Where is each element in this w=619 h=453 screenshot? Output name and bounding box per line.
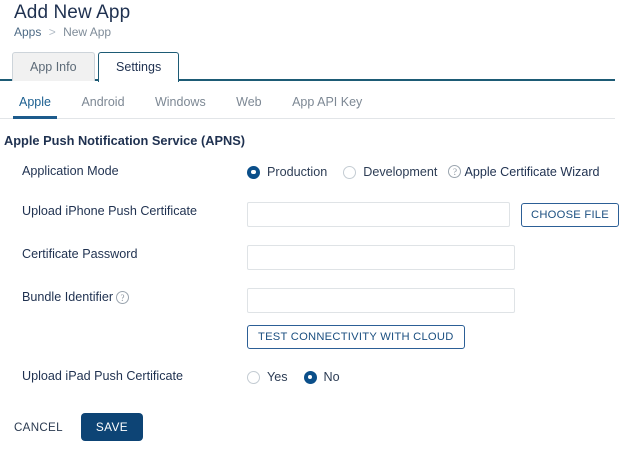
- section-title-apns: Apple Push Notification Service (APNS): [4, 133, 246, 148]
- row-iphone-certificate: Upload iPhone Push Certificate CHOOSE FI…: [4, 202, 619, 227]
- tab-settings[interactable]: Settings: [98, 52, 180, 82]
- apple-certificate-wizard-link[interactable]: Apple Certificate Wizard: [464, 165, 600, 179]
- radio-label-ipad-yes[interactable]: Yes: [267, 370, 288, 384]
- tab-apple[interactable]: Apple: [6, 89, 64, 119]
- radio-ipad-yes[interactable]: [247, 370, 260, 384]
- primary-tabstrip-rule: [0, 79, 615, 81]
- radio-development[interactable]: [343, 165, 357, 179]
- platform-tabstrip: Apple Android Windows Web App API Key: [0, 89, 619, 119]
- help-circle-icon-wizard[interactable]: ?: [448, 165, 462, 178]
- apns-settings-form: Application Mode Production Development …: [0, 162, 619, 389]
- row-test-connectivity: TEST CONNECTIVITY WITH CLOUD: [4, 325, 619, 349]
- help-circle-icon-bundle-identifier[interactable]: ?: [116, 290, 130, 304]
- breadcrumb-current-new-app: New App: [63, 25, 112, 39]
- platform-tabstrip-rule: [0, 118, 615, 119]
- choose-file-button[interactable]: CHOOSE FILE: [521, 202, 619, 227]
- field-ipad-certificate: Yes No: [247, 367, 619, 387]
- tab-app-api-key[interactable]: App API Key: [292, 95, 363, 109]
- radio-ipad-no[interactable]: [303, 370, 317, 384]
- tab-web[interactable]: Web: [236, 95, 262, 109]
- label-bundle-identifier: Bundle Identifier?: [22, 290, 132, 305]
- field-test-connectivity: TEST CONNECTIVITY WITH CLOUD: [247, 325, 619, 349]
- row-bundle-identifier: Bundle Identifier?: [4, 288, 619, 313]
- label-certificate-password: Certificate Password: [22, 247, 138, 261]
- primary-tabstrip: App Info Settings: [0, 52, 619, 82]
- tab-windows[interactable]: Windows: [154, 95, 206, 109]
- row-application-mode: Application Mode Production Development …: [4, 162, 619, 184]
- certificate-password-input[interactable]: [247, 245, 515, 270]
- field-iphone-certificate: CHOOSE FILE: [247, 202, 619, 227]
- radio-group-ipad-certificate: Yes No: [247, 367, 619, 387]
- label-upload-ipad-push-certificate: Upload iPad Push Certificate: [22, 369, 184, 383]
- save-button[interactable]: SAVE: [80, 413, 144, 441]
- test-connectivity-button[interactable]: TEST CONNECTIVITY WITH CLOUD: [247, 325, 465, 349]
- form-actions: CANCEL SAVE: [0, 413, 619, 441]
- bundle-identifier-input[interactable]: [247, 288, 515, 313]
- cancel-button[interactable]: CANCEL: [12, 415, 65, 440]
- radio-production[interactable]: [247, 165, 260, 179]
- breadcrumb-separator-icon: >: [48, 25, 56, 39]
- breadcrumb: Apps > New App: [14, 25, 619, 40]
- row-ipad-certificate: Upload iPad Push Certificate Yes No: [4, 367, 619, 389]
- field-bundle-identifier: [247, 288, 619, 313]
- row-certificate-password: Certificate Password: [4, 245, 619, 270]
- radio-label-production[interactable]: Production: [267, 165, 328, 179]
- tab-android[interactable]: Android: [81, 95, 125, 109]
- page-header: Add New App Apps > New App: [0, 0, 619, 40]
- radio-label-ipad-no[interactable]: No: [323, 370, 340, 384]
- radio-group-application-mode: Production Development ? Apple Certifica…: [247, 162, 619, 182]
- field-certificate-password: [247, 245, 619, 270]
- breadcrumb-link-apps[interactable]: Apps: [14, 25, 42, 39]
- page-title: Add New App: [14, 2, 131, 23]
- label-application-mode: Application Mode: [22, 164, 119, 178]
- field-application-mode: Production Development ? Apple Certifica…: [247, 162, 619, 182]
- iphone-certificate-input[interactable]: [247, 202, 511, 227]
- radio-label-development[interactable]: Development: [363, 165, 438, 179]
- tab-app-info[interactable]: App Info: [12, 52, 95, 81]
- label-upload-iphone-push-certificate: Upload iPhone Push Certificate: [22, 204, 198, 218]
- label-bundle-identifier-text: Bundle Identifier: [22, 290, 114, 304]
